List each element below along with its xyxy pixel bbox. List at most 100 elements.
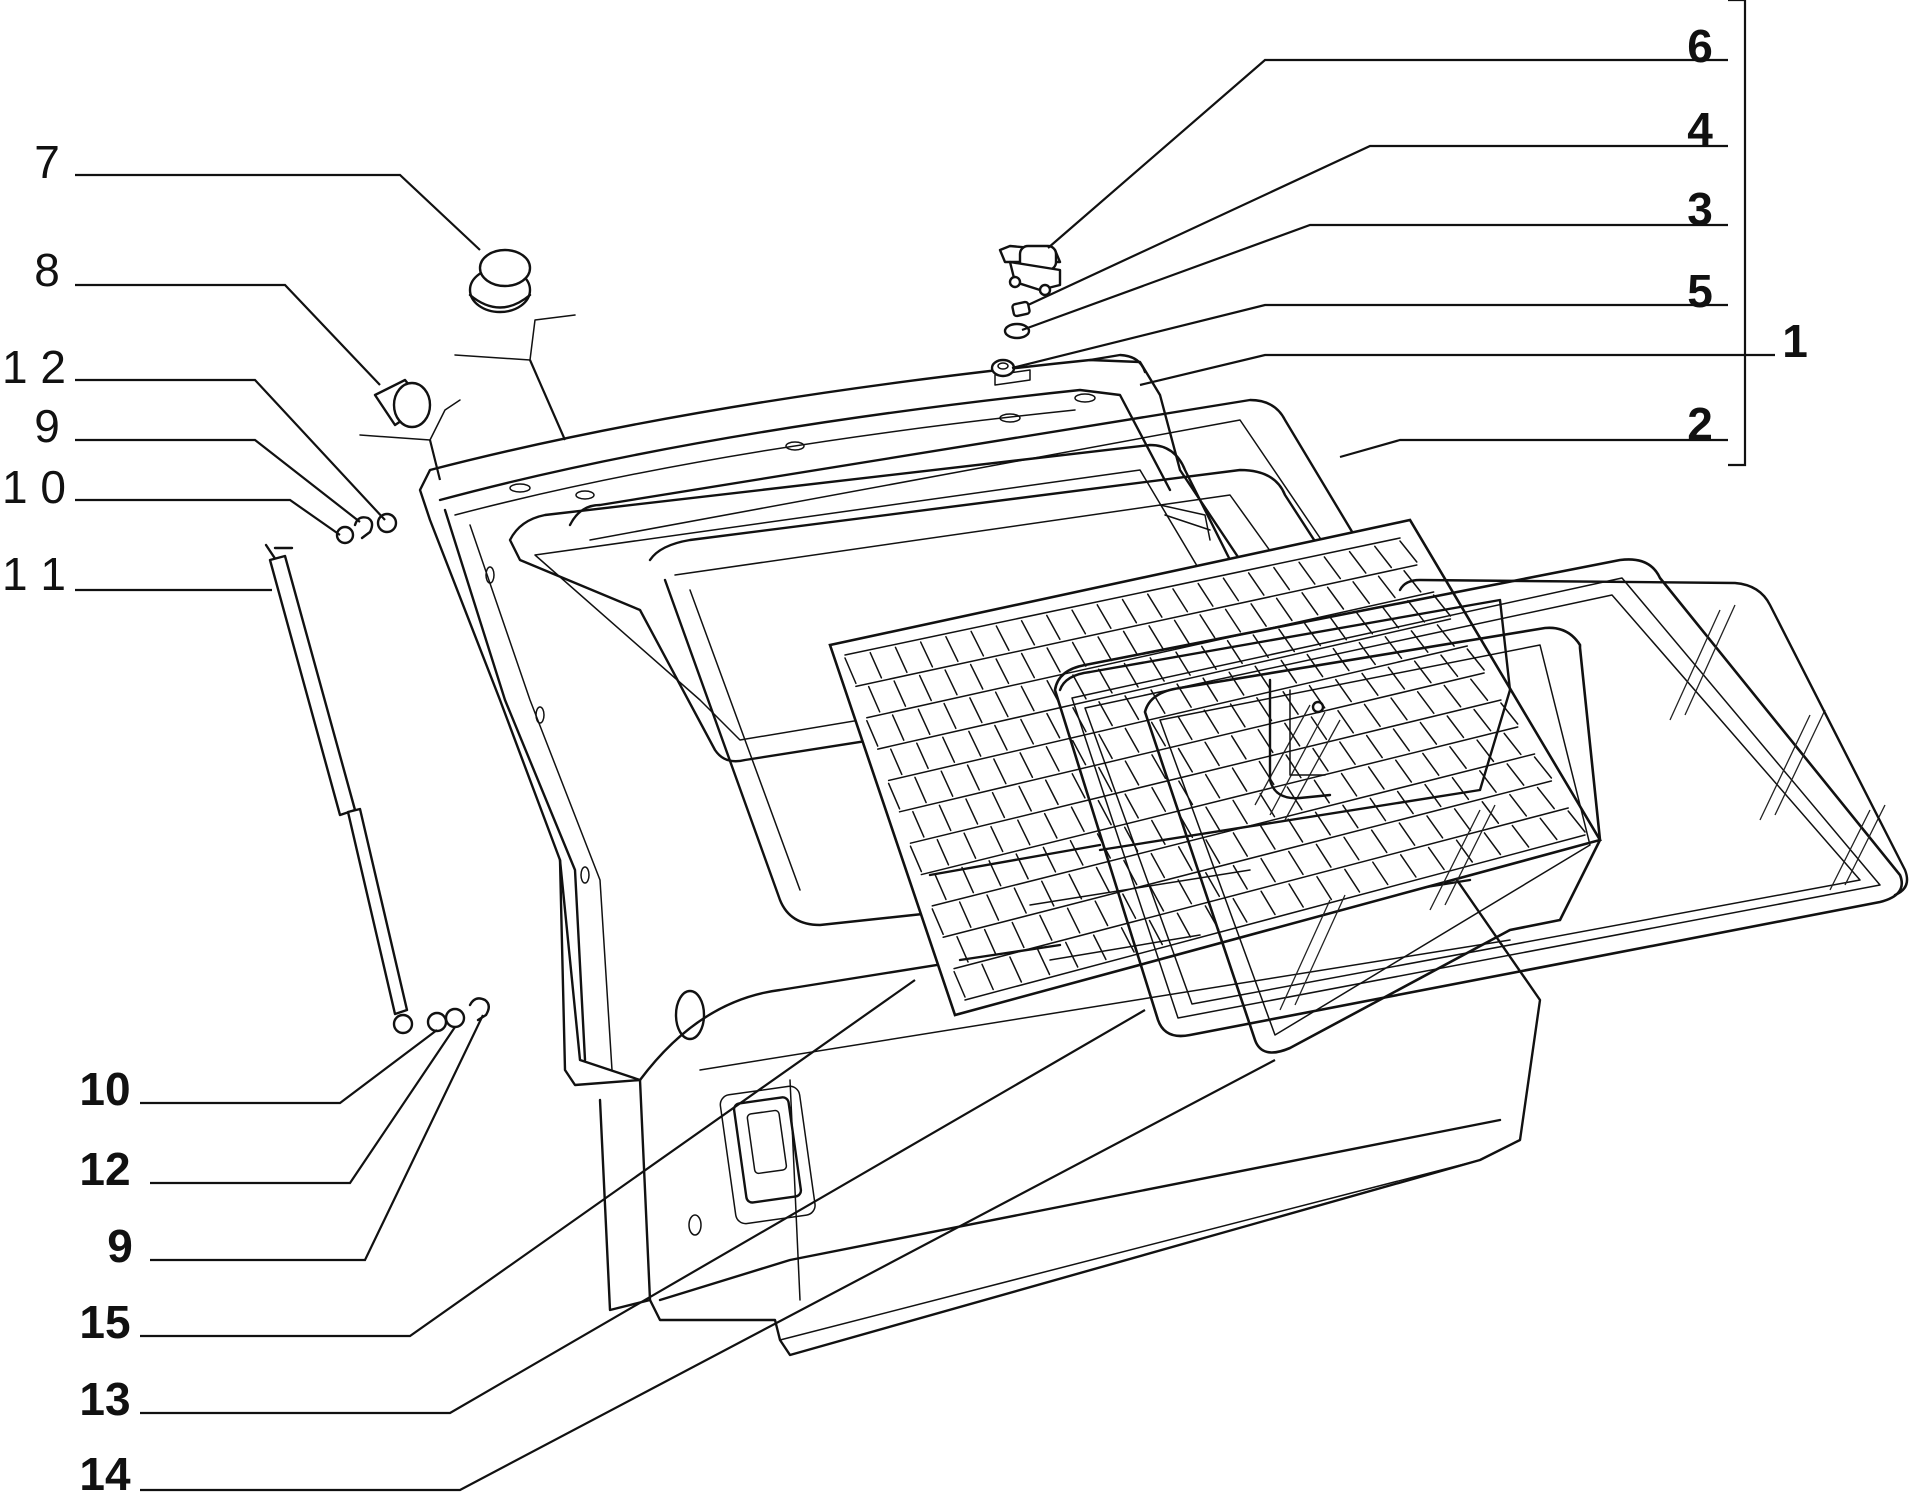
grid-cell-divider	[1176, 912, 1192, 938]
grid-cell-divider	[1232, 864, 1248, 890]
grid-cell-divider	[1312, 747, 1329, 772]
grid-cell-divider	[1020, 718, 1035, 745]
grid-cell-divider	[1177, 879, 1193, 905]
grid-cell-divider	[1260, 890, 1276, 916]
grid-cell-divider	[1394, 759, 1413, 783]
grid-cell-divider	[1416, 691, 1435, 715]
grid-cell-divider	[1098, 701, 1113, 727]
grid-cell-divider	[917, 708, 931, 736]
grid-cell-divider	[1020, 685, 1035, 712]
grid-cell-divider	[1275, 597, 1293, 622]
grid-cell-divider	[1046, 614, 1061, 640]
nut-4	[1011, 300, 1031, 318]
callout-10-bottom: 10	[79, 1063, 130, 1115]
grid-cell-divider	[1095, 866, 1110, 893]
grid-row-line	[942, 780, 1553, 939]
grid-cell-divider	[983, 928, 997, 956]
grid-cell-divider	[1092, 934, 1107, 961]
grid-cell-divider	[1481, 801, 1500, 825]
callout-13: 13	[79, 1373, 130, 1425]
grid-cell-divider	[887, 782, 901, 810]
grid-cell-divider	[1123, 662, 1139, 688]
outer-glass-outline	[1398, 578, 1909, 897]
grid-cell-divider	[1372, 861, 1389, 886]
grid-cell-divider	[914, 776, 927, 804]
grid-cell-divider	[1071, 739, 1087, 766]
grid-cell-divider	[1222, 577, 1240, 602]
grid-cell-divider	[1422, 752, 1440, 776]
callout-10-top: 1 0	[2, 461, 66, 513]
grid-cell-divider	[1310, 716, 1328, 741]
grid-cell-divider	[1455, 839, 1474, 863]
grid-cell-divider	[1280, 659, 1298, 684]
grid-cell-divider	[1326, 586, 1345, 610]
grid-cell-divider	[1315, 843, 1332, 868]
grid-row-line	[909, 699, 1502, 844]
grid-row-line	[876, 618, 1452, 750]
callout-12-bottom: 12	[79, 1143, 130, 1195]
grid-cell-divider	[1039, 914, 1053, 941]
bump-stop-8	[359, 378, 461, 481]
grid-cell-divider	[1413, 660, 1432, 684]
grid-cell-divider	[1340, 772, 1358, 797]
washers-top	[335, 512, 398, 545]
grid-cell-divider	[994, 691, 1009, 718]
grid-cell-divider	[1205, 806, 1221, 832]
grid-cell-divider	[943, 702, 957, 730]
grid-cell-divider	[912, 810, 925, 838]
grid-cell-divider	[965, 798, 979, 825]
grid-cell-divider	[916, 742, 929, 770]
grid-cell-divider	[1374, 545, 1393, 569]
grid-row-line	[964, 834, 1586, 1001]
grid-cell-divider	[1172, 588, 1189, 613]
grid-cell-divider	[1013, 887, 1027, 914]
grid-row-line	[844, 537, 1401, 656]
callout-7: 7	[34, 136, 60, 188]
grid-cell-divider	[1287, 850, 1304, 876]
grid-cell-divider	[1370, 829, 1388, 854]
grid-cell-divider	[963, 832, 977, 859]
grid-cell-divider	[1500, 702, 1519, 725]
grid-cell-divider	[1390, 697, 1408, 721]
grid-cell-divider	[919, 641, 934, 668]
grid-cell-divider	[1260, 825, 1276, 850]
callout-11: 1 1	[2, 548, 66, 600]
grid-cell-divider	[1097, 799, 1112, 826]
callout-12-top: 1 2	[2, 341, 66, 393]
grid-cell-divider	[1259, 792, 1276, 818]
grid-cell-divider	[1071, 609, 1087, 635]
grid-cell-divider	[1278, 628, 1296, 653]
grid-cell-divider	[1071, 641, 1087, 667]
grid-cell-divider	[1254, 665, 1271, 690]
grid-cell-divider	[1363, 703, 1381, 728]
callout-4: 4	[1687, 103, 1713, 155]
grid-cell-divider	[1121, 598, 1138, 624]
grid-cell-divider	[1443, 684, 1462, 708]
grid-cell-divider	[1046, 712, 1061, 739]
grid-cell-divider	[1124, 727, 1140, 753]
grid-cell-divider	[1287, 818, 1304, 843]
grid-cell-divider	[1381, 605, 1400, 629]
grid-cell-divider	[1313, 779, 1330, 804]
grid-cell-divider	[956, 935, 969, 963]
grid-cell-divider	[1479, 770, 1497, 793]
grid-cell-divider	[1339, 741, 1356, 765]
grid-cell-divider	[991, 791, 1006, 819]
grid-cell-divider	[1509, 793, 1528, 817]
grid-cell-divider	[1427, 846, 1445, 871]
grid-cell-divider	[1018, 785, 1032, 812]
washer-5	[990, 358, 1016, 378]
grid-cell-divider	[1197, 582, 1214, 607]
grid-cell-divider	[1149, 886, 1165, 912]
grid-cell-divider	[1201, 645, 1217, 670]
grid-cell-divider	[1533, 756, 1553, 779]
grid-cell-divider	[866, 719, 879, 747]
grid-cell-divider	[1419, 721, 1438, 745]
callout-6: 6	[1687, 20, 1713, 72]
grid-cell-divider	[1343, 836, 1360, 861]
grid-cell-divider	[1361, 672, 1379, 696]
grid-cell-divider	[1247, 572, 1265, 596]
grid-row-line	[887, 645, 1469, 782]
grid-cell-divider	[1536, 786, 1555, 810]
